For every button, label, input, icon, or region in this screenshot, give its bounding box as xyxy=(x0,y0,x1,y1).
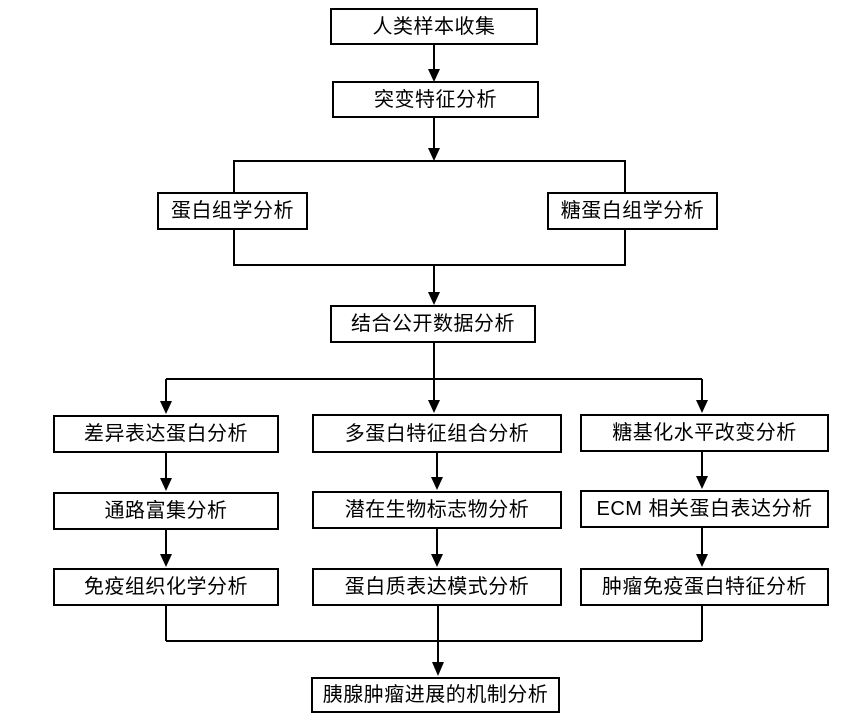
node-multi-protein-signature: 多蛋白特征组合分析 xyxy=(312,414,562,453)
node-mutation-signature: 突变特征分析 xyxy=(332,81,539,118)
node-pathway-enrichment: 通路富集分析 xyxy=(53,492,279,530)
node-potential-biomarker: 潜在生物标志物分析 xyxy=(312,491,562,529)
node-public-data: 结合公开数据分析 xyxy=(330,305,536,343)
arrow-ecm-to-tumorimmune xyxy=(696,528,708,567)
arrow-pathway-to-ihc xyxy=(160,530,172,567)
node-differential-expression: 差异表达蛋白分析 xyxy=(53,415,279,453)
arrow-sample-to-mutation xyxy=(428,45,440,82)
arrow-split-to-right-column xyxy=(696,379,708,413)
node-protein-expression-pattern: 蛋白质表达模式分析 xyxy=(312,568,562,606)
node-tumor-immune-protein: 肿瘤免疫蛋白特征分析 xyxy=(580,568,829,606)
node-mechanism-conclusion: 胰腺肿瘤进展的机制分析 xyxy=(311,677,560,713)
arrow-publicdata-to-middle-column xyxy=(428,343,440,413)
node-glycoproteomics: 糖蛋白组学分析 xyxy=(547,192,718,230)
arrow-split-to-left-column xyxy=(160,379,172,414)
node-glycosylation-change: 糖基化水平改变分析 xyxy=(580,414,829,452)
node-immunohistochemistry: 免疫组织化学分析 xyxy=(53,568,279,606)
arrow-branch-to-publicdata xyxy=(428,265,440,305)
arrow-biomarker-to-pattern xyxy=(431,529,443,567)
arrow-glyco-to-ecm xyxy=(696,452,708,489)
arrow-dep-to-pathway xyxy=(160,453,172,491)
merge-line xyxy=(165,606,703,642)
node-human-sample-collection: 人类样本收集 xyxy=(330,8,538,45)
arrow-mutation-to-branch xyxy=(428,118,440,161)
node-proteomics: 蛋白组学分析 xyxy=(157,192,308,230)
arrow-merge-to-conclusion xyxy=(432,606,444,676)
node-ecm-protein-expression: ECM 相关蛋白表达分析 xyxy=(580,490,829,528)
arrow-multiprotein-to-biomarker xyxy=(431,453,443,490)
